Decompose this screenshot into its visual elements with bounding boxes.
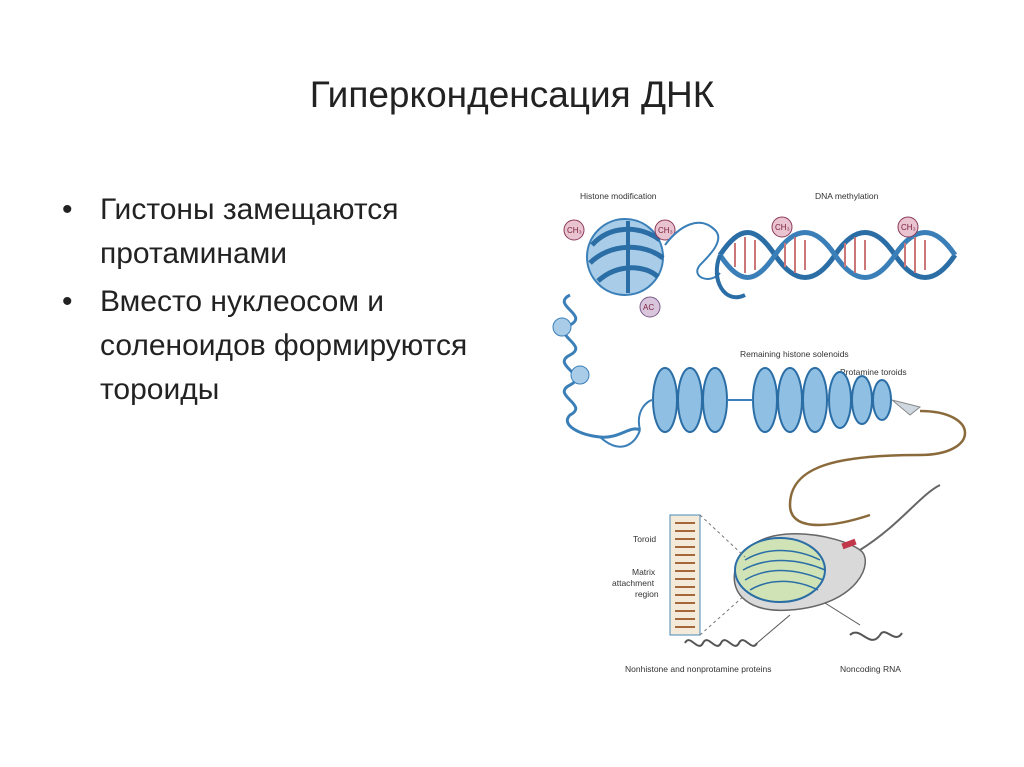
- label-nonhistone-proteins: Nonhistone and nonprotamine proteins: [625, 664, 772, 674]
- sperm-tail: [788, 409, 966, 527]
- bullet-marker: •: [62, 285, 73, 318]
- bullet-marker: •: [62, 193, 73, 226]
- label-histone-modification: Histone modification: [580, 191, 657, 201]
- linker-dna: [664, 221, 721, 280]
- ch3-label: CH₃: [901, 223, 916, 232]
- rna-squiggle-icon: [824, 602, 903, 641]
- solenoid-coil: [562, 293, 641, 439]
- diagram-svg: Histone modification DNA methylation CH₃…: [552, 191, 966, 674]
- label-matrix-2: attachment: [612, 578, 655, 588]
- sperm-head-icon: [733, 484, 941, 612]
- toroid-row: [652, 367, 892, 433]
- methyl-mark-icon: CH₃ CH₃: [771, 216, 919, 238]
- nucleosome-icon: [586, 218, 665, 296]
- methyl-mark-icon: CH₃ CH₃: [563, 219, 676, 241]
- dna-condensation-diagram: Histone modification DNA methylation CH₃…: [540, 185, 1010, 685]
- nucleosome-small-icon: [552, 317, 572, 337]
- label-matrix-1: Matrix: [632, 567, 656, 577]
- bullet-item: • Гистоны замещаются протаминами: [58, 188, 498, 276]
- slide-title: Гиперконденсация ДНК: [309, 74, 715, 115]
- label-remaining-histone-solenoids: Remaining histone solenoids: [740, 349, 849, 359]
- ch3-label: CH₃: [658, 226, 673, 235]
- nucleosome-small-icon: [570, 365, 590, 385]
- bullet-text: Гистоны замещаются протаминами: [100, 193, 399, 270]
- label-protamine-toroids: Protamine toroids: [840, 367, 907, 377]
- toroid-inset: [669, 514, 746, 636]
- bullet-text: Вместо нуклеосом и соленоидов формируютс…: [100, 285, 468, 406]
- sperm-neck-icon: [891, 399, 922, 416]
- linker-dna: [599, 399, 753, 448]
- bullet-item: • Вместо нуклеосом и соленоидов формирую…: [58, 280, 498, 412]
- bullet-list: • Гистоны замещаются протаминами • Вмест…: [58, 188, 498, 416]
- ch3-label: CH₃: [567, 226, 582, 235]
- ch3-label: CH₃: [775, 223, 790, 232]
- protein-coil-icon: [684, 614, 791, 647]
- label-toroid: Toroid: [633, 534, 656, 544]
- label-noncoding-rna: Noncoding RNA: [840, 664, 901, 674]
- label-dna-methylation: DNA methylation: [815, 191, 879, 201]
- acetyl-mark-icon: AC: [639, 296, 661, 318]
- label-matrix-3: region: [635, 589, 659, 599]
- dna-double-helix-icon: [714, 230, 958, 300]
- ac-label: AC: [643, 303, 654, 312]
